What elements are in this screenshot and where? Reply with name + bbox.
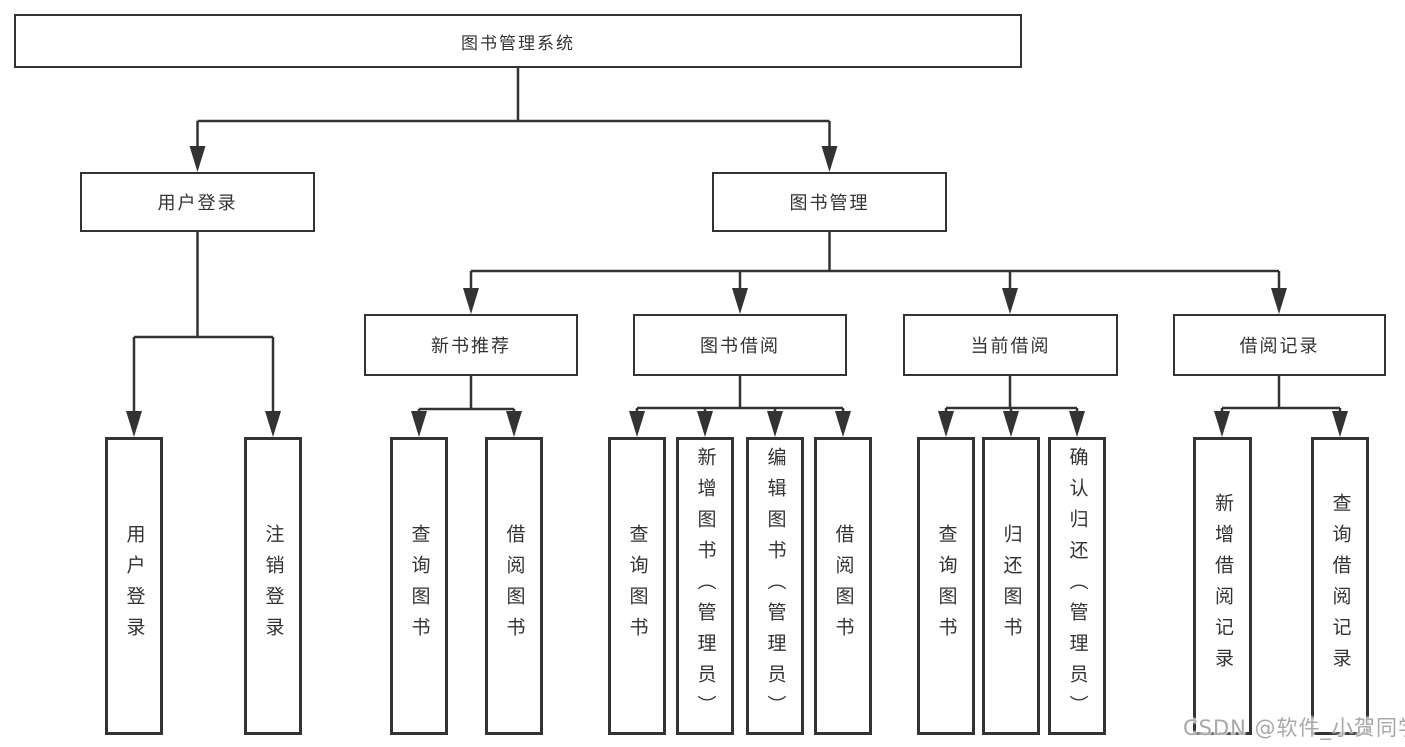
- node-label: 图书管理: [789, 193, 870, 214]
- node-label: 当前借阅: [970, 336, 1051, 357]
- node-label: 查询图书: [626, 524, 649, 648]
- node-label: 注销登录: [262, 524, 285, 648]
- node-library-management-system: 图书管理系统: [14, 14, 1022, 68]
- leaf-add-books-admin: 新增图书（管理员）: [676, 437, 734, 735]
- csdn-watermark: CSDN @软件_小贺同学: [1183, 716, 1405, 740]
- node-label: 归还图书: [1000, 524, 1023, 648]
- node-label: 用户登录: [123, 524, 146, 648]
- node-book-management: 图书管理: [712, 172, 947, 232]
- leaf-add-borrow-record: 新增借阅记录: [1193, 437, 1252, 735]
- node-label: 图书管理系统: [461, 33, 575, 54]
- leaf-user-login: 用户登录: [105, 437, 163, 735]
- node-label: 新增图书（管理员）: [694, 446, 717, 726]
- leaf-edit-books-admin: 编辑图书（管理员）: [746, 437, 804, 735]
- leaf-confirm-return-admin: 确认归还（管理员）: [1048, 437, 1106, 735]
- node-label: 借阅图书: [832, 524, 855, 648]
- node-label: 图书借阅: [700, 336, 780, 357]
- node-label: 查询借阅记录: [1329, 493, 1352, 679]
- node-book-borrowing: 图书借阅: [633, 314, 847, 376]
- node-label: 借阅记录: [1239, 336, 1320, 357]
- node-label: 查询图书: [408, 524, 431, 648]
- leaf-logout: 注销登录: [244, 437, 302, 735]
- leaf-query-borrow-record: 查询借阅记录: [1311, 437, 1369, 735]
- node-new-book-recommendation: 新书推荐: [364, 314, 578, 376]
- node-label: 新增借阅记录: [1212, 493, 1234, 679]
- leaf-query-books-3: 查询图书: [917, 437, 975, 735]
- leaf-query-books-2: 查询图书: [608, 437, 666, 735]
- node-label: 新书推荐: [431, 336, 511, 357]
- leaf-borrow-books-2: 借阅图书: [814, 437, 872, 735]
- leaf-query-books-1: 查询图书: [390, 437, 448, 735]
- node-label: 确认归还（管理员）: [1066, 446, 1089, 726]
- node-user-login: 用户登录: [80, 172, 315, 232]
- node-label: 借阅图书: [503, 524, 526, 648]
- node-label: 用户登录: [157, 193, 238, 214]
- leaf-borrow-books-1: 借阅图书: [485, 437, 543, 735]
- node-label: 编辑图书（管理员）: [764, 446, 787, 726]
- leaf-return-books: 归还图书: [982, 437, 1040, 735]
- node-borrow-records: 借阅记录: [1173, 314, 1386, 376]
- node-current-borrowing: 当前借阅: [903, 314, 1118, 376]
- arrowheads: [126, 146, 1348, 437]
- node-label: 查询图书: [935, 524, 958, 648]
